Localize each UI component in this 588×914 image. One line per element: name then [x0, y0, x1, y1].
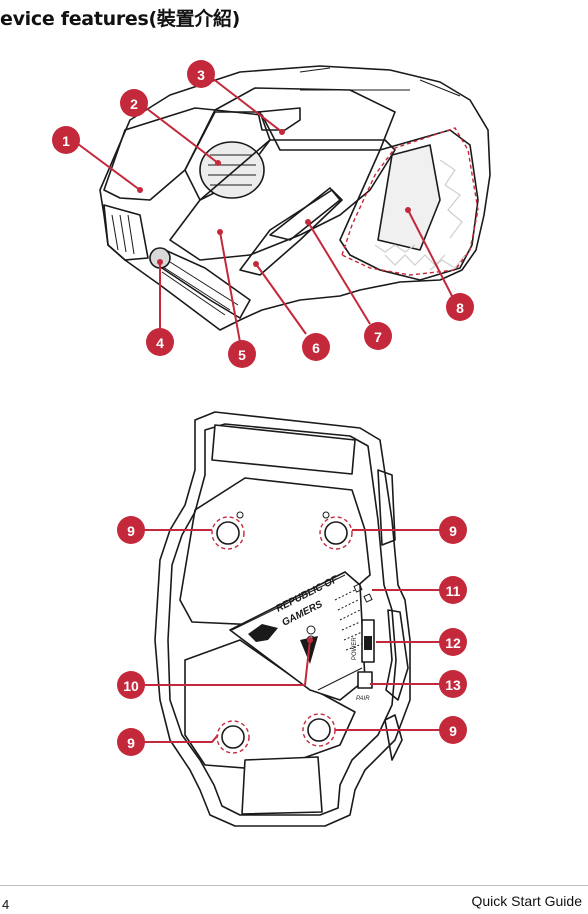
- footer-divider: [0, 885, 588, 886]
- svg-text:9: 9: [449, 523, 457, 539]
- callout-12: 12: [439, 628, 467, 656]
- svg-text:7: 7: [374, 329, 382, 345]
- callout-8: 8: [446, 293, 474, 321]
- svg-text:4: 4: [156, 335, 164, 351]
- power-label: POWER: [352, 637, 358, 660]
- callout-11: 11: [439, 576, 467, 604]
- svg-text:6: 6: [312, 340, 320, 356]
- page-number: 4: [2, 897, 10, 912]
- mouse-top-view: [99, 65, 491, 331]
- svg-text:10: 10: [123, 678, 139, 694]
- svg-text:3: 3: [197, 67, 205, 83]
- pair-label: PAIR: [356, 696, 370, 702]
- top-view-leaders: [77, 77, 453, 343]
- callout-2: 2: [120, 89, 148, 117]
- callout-3: 3: [187, 60, 215, 88]
- guide-title: Quick Start Guide: [471, 893, 583, 909]
- svg-text:12: 12: [445, 635, 461, 651]
- mouse-bottom-view: REPUBLIC OF GAMERS POWER PAIR: [154, 411, 411, 827]
- bottom-view-leaders: [143, 529, 440, 743]
- callout-9-top-right: 9: [439, 516, 467, 544]
- svg-text:9: 9: [449, 723, 457, 739]
- callout-9-top-left: 9: [117, 516, 145, 544]
- callout-9-bottom-right: 9: [439, 716, 467, 744]
- callout-9-bottom-left: 9: [117, 728, 145, 756]
- svg-text:9: 9: [127, 735, 135, 751]
- callout-1: 1: [52, 126, 80, 154]
- callout-13: 13: [439, 670, 467, 698]
- svg-text:1: 1: [62, 133, 70, 149]
- svg-text:13: 13: [445, 677, 461, 693]
- callout-6: 6: [302, 333, 330, 361]
- svg-text:5: 5: [238, 347, 246, 363]
- section-heading: evice features(裝置介紹): [0, 8, 241, 30]
- callout-10: 10: [117, 671, 145, 699]
- svg-text:2: 2: [130, 96, 138, 112]
- callout-4: 4: [146, 328, 174, 356]
- svg-text:9: 9: [127, 523, 135, 539]
- callout-7: 7: [364, 322, 392, 350]
- svg-text:11: 11: [446, 583, 461, 599]
- svg-text:8: 8: [456, 300, 464, 316]
- callout-5: 5: [228, 340, 256, 368]
